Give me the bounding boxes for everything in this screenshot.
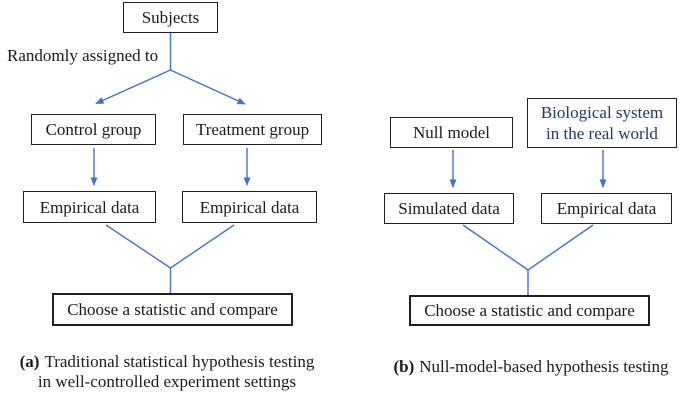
node-treatment-group: Treatment group xyxy=(183,114,322,145)
caption-b-tag: (b) xyxy=(393,357,415,376)
caption-a-line1: (a)Traditional statistical hypothesis te… xyxy=(0,352,334,372)
caption-a: (a)Traditional statistical hypothesis te… xyxy=(0,352,334,392)
connector-b-merge-left xyxy=(462,224,529,271)
connector-a-merge-right xyxy=(170,224,235,269)
node-empirical-data-b: Empirical data xyxy=(541,193,672,224)
caption-b: (b)Null-model-based hypothesis testing xyxy=(381,357,681,377)
node-choose-statistic-b: Choose a statistic and compare xyxy=(409,295,650,326)
randomly-assigned-label: Randomly assigned to xyxy=(7,46,159,65)
connector-assign-left-arrow xyxy=(95,69,171,105)
node-simulated-data: Simulated data xyxy=(384,193,514,224)
node-control-group: Control group xyxy=(31,114,156,145)
caption-b-text: Null-model-based hypothesis testing xyxy=(419,357,669,376)
caption-a-tag: (a) xyxy=(19,352,40,371)
node-biological-system: Biological system in the real world xyxy=(527,98,677,148)
node-empirical-data-treatment: Empirical data xyxy=(182,191,317,223)
connector-b-merge-right xyxy=(527,224,594,271)
node-empirical-data-control: Empirical data xyxy=(23,191,156,223)
node-subjects: Subjects xyxy=(123,2,218,33)
node-choose-statistic-a: Choose a statistic and compare xyxy=(52,293,293,326)
caption-a-line2: in well-controlled experiment settings xyxy=(37,372,297,391)
connector-assign-right-arrow xyxy=(170,69,246,105)
node-null-model: Null model xyxy=(390,117,513,148)
caption-a-text: Traditional statistical hypothesis testi… xyxy=(44,352,315,371)
connector-a-merge-left xyxy=(105,224,171,269)
